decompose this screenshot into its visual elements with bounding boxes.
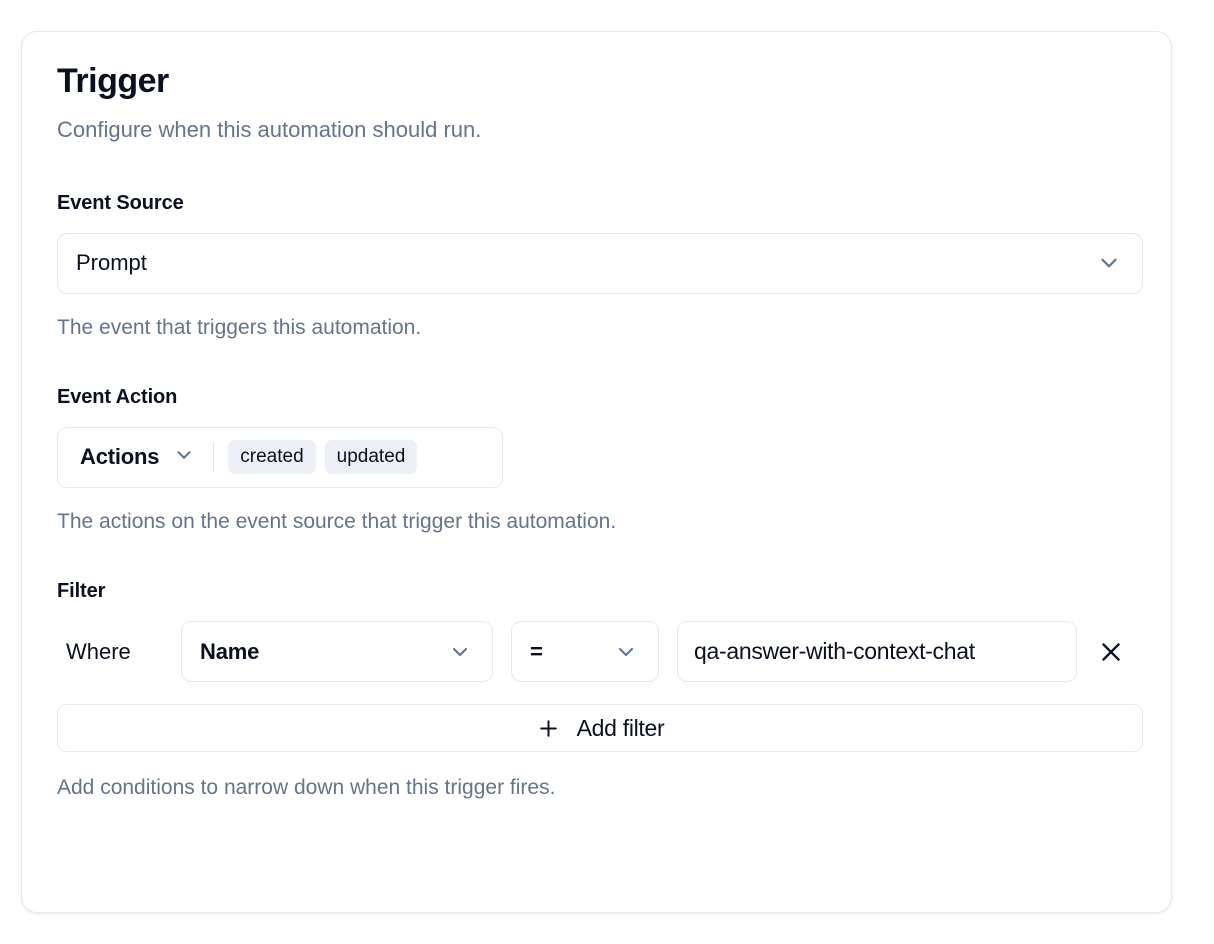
close-icon — [1098, 639, 1124, 665]
card-subtitle: Configure when this automation should ru… — [57, 117, 482, 143]
chevron-down-icon — [448, 640, 472, 664]
filter-label: Filter — [57, 580, 106, 603]
event-action-dropdown-trigger[interactable]: Actions — [80, 444, 213, 471]
chevron-down-icon — [614, 640, 638, 664]
filter-value-input[interactable]: qa-answer-with-context-chat — [677, 621, 1077, 683]
add-filter-button[interactable]: Add filter — [57, 704, 1143, 753]
event-source-value: Prompt — [76, 250, 147, 276]
page-title: Trigger — [57, 62, 169, 100]
event-source-label: Event Source — [57, 191, 184, 214]
event-action-chips: created updated — [228, 440, 418, 475]
chevron-down-icon — [1096, 250, 1122, 276]
filter-value-text: qa-answer-with-context-chat — [694, 638, 975, 665]
filter-operator-value: = — [530, 638, 543, 664]
filter-where-label: Where — [66, 638, 131, 664]
event-action-multiselect[interactable]: Actions created updated — [57, 426, 503, 488]
event-action-group: Event Action Actions created updated The — [57, 385, 1136, 535]
remove-filter-button[interactable] — [1089, 630, 1133, 674]
event-action-help: The actions on the event source that tri… — [57, 509, 617, 533]
filter-help: Add conditions to narrow down when this … — [57, 776, 556, 800]
event-action-chip[interactable]: updated — [324, 440, 418, 475]
event-action-label: Event Action — [57, 385, 178, 408]
trigger-card: Trigger Configure when this automation s… — [21, 31, 1172, 913]
filter-operator-select[interactable]: = — [511, 621, 659, 683]
filter-row: Where Name = — [57, 621, 1136, 683]
event-action-chip[interactable]: created — [228, 440, 316, 475]
add-filter-label: Add filter — [576, 714, 665, 741]
event-action-dropdown-label: Actions — [80, 444, 160, 470]
plus-icon — [536, 716, 561, 741]
event-source-select[interactable]: Prompt — [57, 232, 1143, 294]
filter-field-value: Name — [200, 638, 260, 664]
event-source-group: Event Source Prompt The event that trigg… — [57, 191, 1143, 341]
divider — [213, 442, 215, 473]
filter-field-select[interactable]: Name — [181, 621, 493, 683]
event-source-help: The event that triggers this automation. — [57, 315, 422, 339]
filter-group: Filter Where Name = — [57, 579, 1143, 801]
chevron-down-icon — [173, 444, 195, 471]
